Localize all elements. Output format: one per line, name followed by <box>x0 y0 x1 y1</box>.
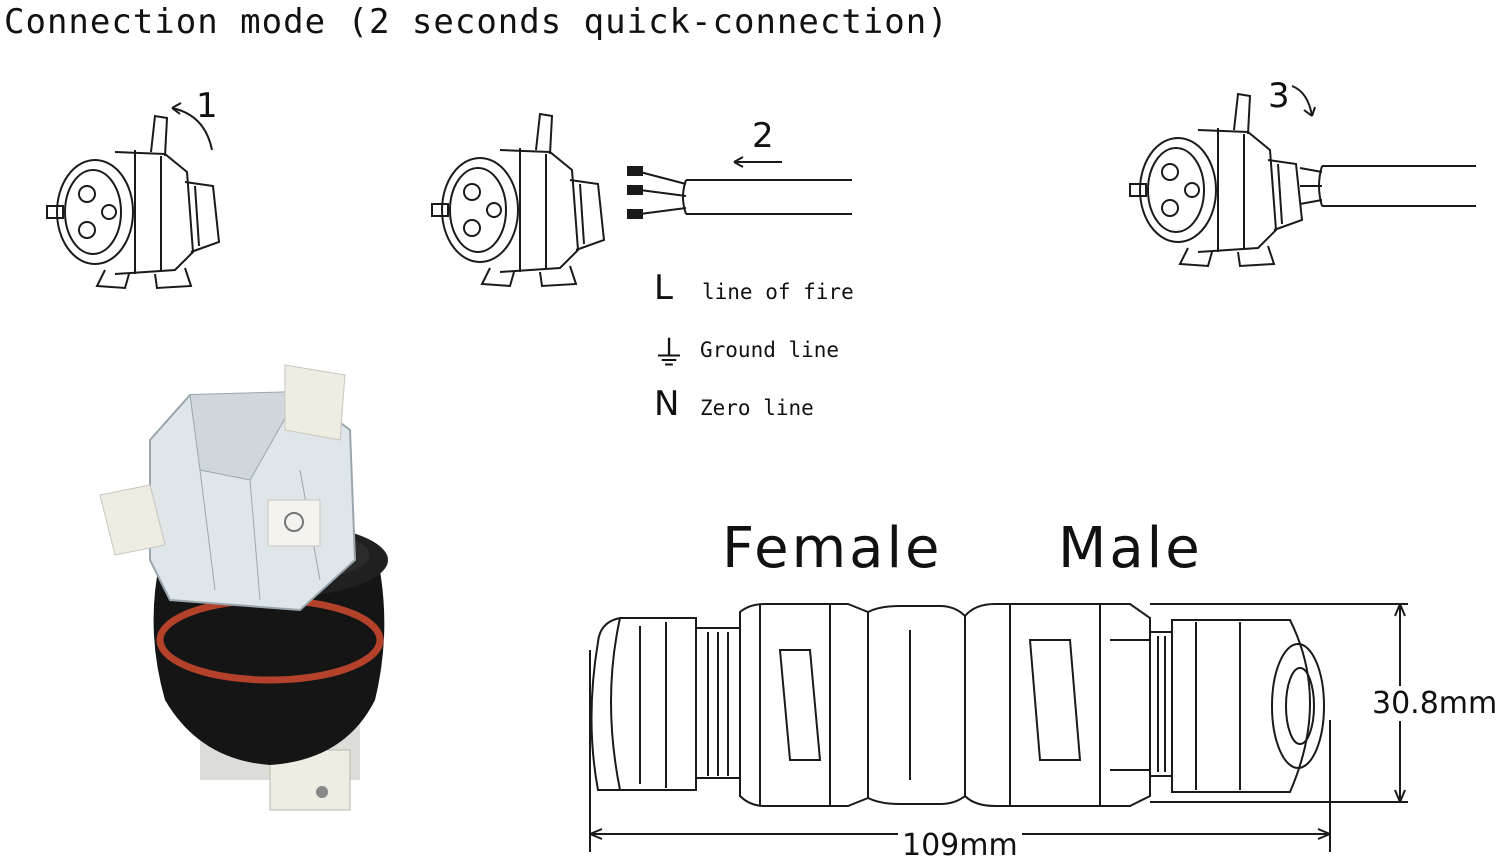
legend-text-l: line of fire <box>702 280 854 304</box>
male-label: Male <box>1058 516 1203 581</box>
length-dimension: 109mm <box>898 828 1022 863</box>
step1-plug-drawing <box>46 115 220 289</box>
connector-technical-drawing <box>589 603 1408 852</box>
step2-number: 2 <box>752 116 774 156</box>
step1-arrow-icon <box>171 107 213 151</box>
height-dimension: 30.8mm <box>1368 686 1500 721</box>
legend-symbol-l: L <box>654 268 673 308</box>
ground-icon: ⏚ <box>652 334 686 374</box>
step2-plug-drawing <box>431 113 605 287</box>
connector-photo <box>99 364 388 811</box>
page-title: Connection mode (2 seconds quick-connect… <box>4 2 949 42</box>
legend-symbol-n: N <box>654 384 680 424</box>
step3-number: 3 <box>1268 76 1290 116</box>
step2-arrow-icon <box>733 156 782 168</box>
female-label: Female <box>722 516 943 581</box>
step3-cable-drawing <box>1299 165 1476 207</box>
step3-plug-drawing <box>1129 93 1303 267</box>
legend-text-ground: Ground line <box>700 338 840 362</box>
step3-arrow-icon <box>1291 85 1316 117</box>
legend-text-n: Zero line <box>700 396 814 420</box>
step2-cable-drawing <box>627 166 852 219</box>
step1-number: 1 <box>196 86 218 126</box>
